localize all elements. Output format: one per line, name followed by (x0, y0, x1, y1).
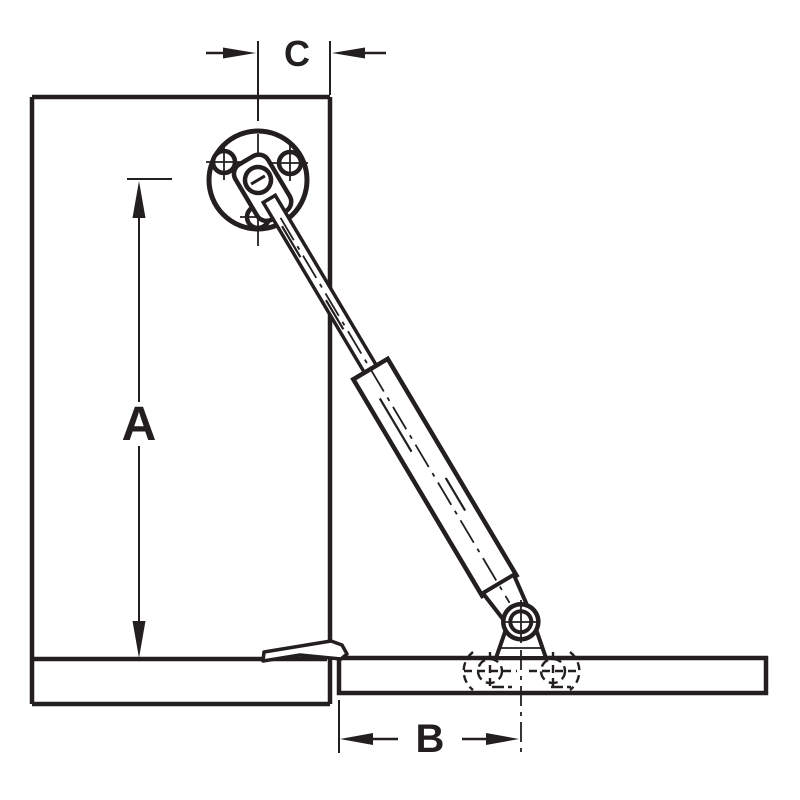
dimension-a-label: A (122, 398, 157, 451)
highlight-line (444, 477, 467, 512)
strut-highlight-lines (281, 225, 467, 512)
dimension-c: C (206, 33, 386, 121)
dimension-b: B (338, 700, 519, 761)
lower-pivot-centerlines (502, 600, 540, 757)
upper-eyelet-slot (250, 174, 266, 186)
dimension-c-label: C (284, 33, 310, 74)
hidden-screw-right (529, 651, 581, 691)
arrow-left-icon (332, 47, 365, 59)
gas-strut (231, 152, 541, 642)
dimension-a: A (122, 178, 172, 658)
cabinet-panel (29, 94, 333, 707)
screw-hole-arc (462, 651, 474, 691)
highlight-line (325, 299, 345, 330)
arrow-right-icon (486, 733, 519, 745)
lid-hinge-lever (261, 639, 349, 663)
arrow-left-icon (340, 733, 373, 745)
arrow-down-icon (132, 621, 146, 658)
dimension-b-label: B (416, 717, 445, 761)
strut-axis-centerline (279, 217, 511, 604)
hidden-screws (462, 651, 581, 691)
screw-hole-arc (569, 651, 581, 691)
arrow-right-icon (223, 47, 256, 59)
hidden-screw-left (462, 651, 517, 691)
highlight-line (378, 397, 413, 453)
arrow-up-icon (132, 181, 146, 218)
highlight-line (281, 225, 302, 258)
